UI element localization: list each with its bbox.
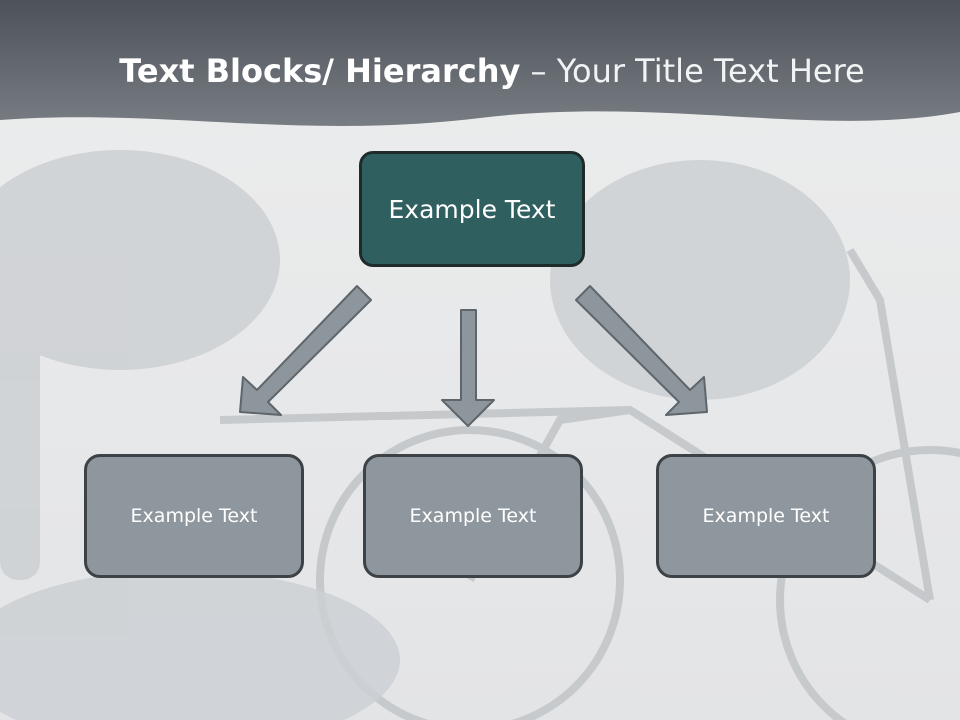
child-box-center: Example Text [363, 454, 583, 578]
child-box-label: Example Text [702, 505, 830, 527]
top-box-label: Example Text [388, 194, 556, 224]
rear-wheel-left [316, 426, 624, 720]
arrow-right [575, 285, 708, 416]
child-box-left: Example Text [84, 454, 304, 578]
header-band [0, 0, 960, 126]
top-example-box: Example Text [359, 151, 585, 267]
child-box-right: Example Text [656, 454, 876, 578]
arrow-left [239, 285, 372, 416]
figure-bottom [0, 570, 400, 720]
arrow-center [441, 309, 495, 427]
slide-title: Text Blocks/ Hierarchy – Your Title Text… [0, 52, 960, 90]
handlebar [846, 247, 934, 601]
front-wheel-right [776, 446, 960, 720]
figure-left [0, 150, 280, 370]
figure-left-leg [0, 300, 40, 580]
title-bold-text: Text Blocks/ Hierarchy [119, 52, 521, 90]
title-light-text: – Your Title Text Here [530, 52, 865, 90]
child-box-label: Example Text [130, 505, 258, 527]
child-box-label: Example Text [409, 505, 537, 527]
